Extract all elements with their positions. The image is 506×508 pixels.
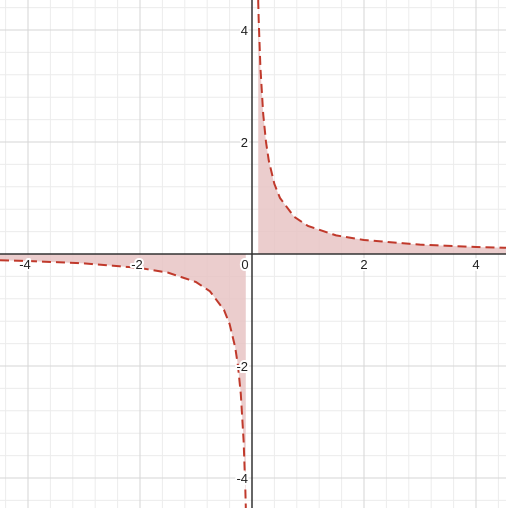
x-tick-label: 2	[360, 257, 367, 272]
y-tick-label: 4	[241, 23, 248, 38]
x-tick-label-halo: 2	[360, 257, 367, 272]
x-tick-label: 4	[472, 257, 479, 272]
y-tick-label-halo: 2	[241, 135, 248, 150]
x-tick-label: -2	[131, 257, 143, 272]
y-tick-label-halo: -2	[236, 359, 248, 374]
x-tick-label: -4	[19, 257, 31, 272]
x-tick-label-halo: -2	[131, 257, 143, 272]
curve-right-branch[interactable]	[257, 0, 506, 249]
x-tick-label-origin-halo: 0	[241, 257, 248, 272]
shaded-region-left-branch	[0, 254, 246, 508]
x-tick-label-halo: 4	[472, 257, 479, 272]
curve-left-branch[interactable]	[0, 259, 247, 508]
y-tick-label-halo: 4	[241, 23, 248, 38]
x-tick-label-halo: -4	[19, 257, 31, 272]
y-tick-label-halo: -4	[236, 471, 248, 486]
x-tick-label-origin: 0	[241, 257, 248, 272]
y-tick-label: 2	[241, 135, 248, 150]
shaded-region-right-branch	[258, 0, 506, 254]
y-tick-label: -4	[236, 471, 248, 486]
y-tick-label: -2	[236, 359, 248, 374]
